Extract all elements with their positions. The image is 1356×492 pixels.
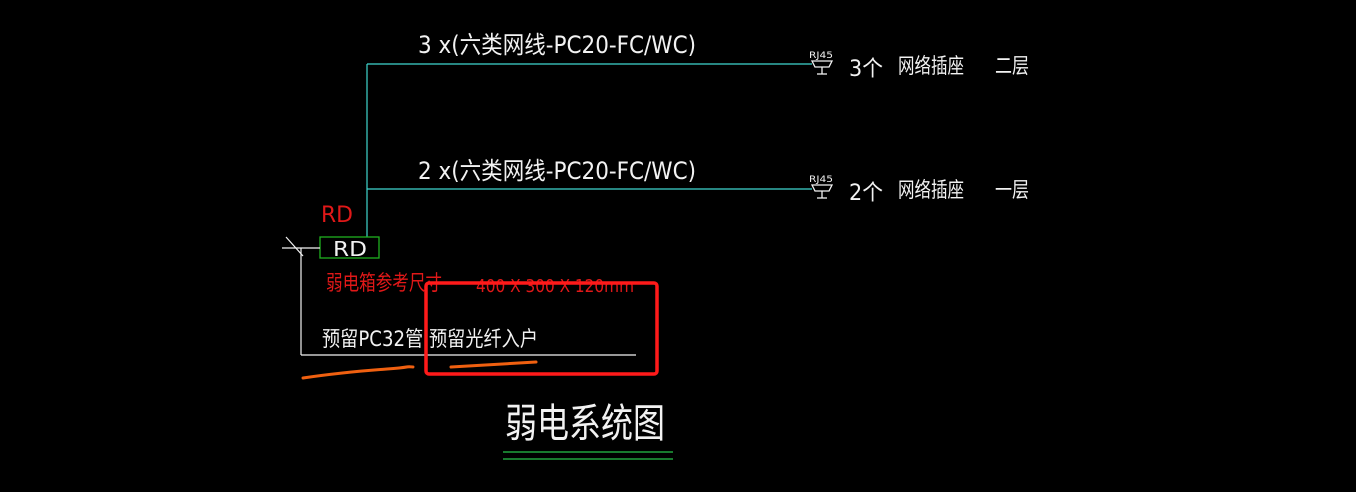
orange-markup-stroke xyxy=(301,365,415,380)
device-label: 网络插座 xyxy=(898,178,964,202)
box-label: RD xyxy=(333,237,367,261)
socket-tag: RJ45 xyxy=(809,175,833,185)
box-size-note: 弱电箱参考尺寸 xyxy=(326,271,442,295)
box-size-value: 400 X 300 X 120mm xyxy=(476,276,634,297)
device-label: 网络插座 xyxy=(898,54,964,78)
floor-label: 二层 xyxy=(995,54,1029,78)
incoming-note: 预留PC32管,预留光纤入户 xyxy=(322,327,538,351)
network-socket-icon: RJ45 xyxy=(809,175,834,199)
socket-count: 3个 xyxy=(849,57,883,82)
socket-tag: RJ45 xyxy=(809,51,833,61)
red-highlight-rectangle xyxy=(424,281,659,376)
diagram-title-block: 弱电系统图 xyxy=(503,401,673,460)
circuit-first-floor: 2 x(六类网线-PC20-FC/WC) RJ45 2个 网络插座 一层 xyxy=(367,157,1029,206)
cable-label: 3 x(六类网线-PC20-FC/WC) xyxy=(418,31,696,59)
network-socket-icon: RJ45 xyxy=(809,51,834,75)
distribution-box: RD RD 弱电箱参考尺寸 400 X 300 X 120mm 预留PC32管,… xyxy=(282,203,636,356)
orange-markup-stroke xyxy=(449,360,538,369)
cable-label: 2 x(六类网线-PC20-FC/WC) xyxy=(418,157,696,185)
circuit-second-floor: 3 x(六类网线-PC20-FC/WC) RJ45 3个 网络插座 二层 xyxy=(367,31,1029,82)
box-tag-red: RD xyxy=(321,203,353,228)
socket-count: 2个 xyxy=(849,181,883,206)
tick-mark xyxy=(285,236,304,257)
diagram-title: 弱电系统图 xyxy=(505,401,665,447)
floor-label: 一层 xyxy=(995,178,1029,202)
